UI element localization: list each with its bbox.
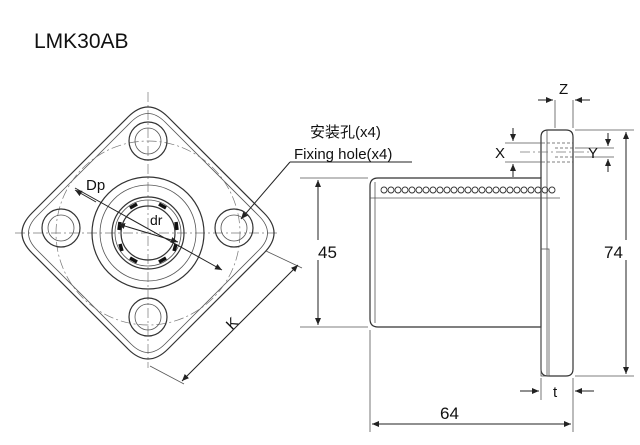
t-label: t bbox=[553, 384, 558, 401]
ball bbox=[520, 186, 528, 194]
y-label: Y bbox=[588, 145, 598, 162]
dr-label: dr bbox=[150, 212, 163, 228]
ball bbox=[415, 186, 423, 194]
bearing-outer-ring bbox=[111, 196, 185, 270]
side-flange bbox=[540, 129, 574, 377]
dp-dimension-line bbox=[74, 187, 223, 271]
flange-pilot bbox=[540, 248, 550, 377]
ball bbox=[548, 186, 556, 194]
ball bbox=[541, 186, 549, 194]
dp-label: Dp bbox=[86, 177, 105, 194]
ball bbox=[485, 186, 493, 194]
ball bbox=[422, 186, 430, 194]
bearing-retainer bbox=[114, 199, 182, 267]
dim74-label: 74 bbox=[604, 243, 623, 262]
k-extension-right bbox=[265, 250, 303, 269]
ball bbox=[436, 186, 444, 194]
fixing-hole-label-en: Fixing hole(x4) bbox=[294, 146, 392, 163]
dim45-label: 45 bbox=[318, 243, 337, 262]
bushing-body bbox=[369, 177, 542, 328]
ball bbox=[527, 186, 535, 194]
housing-outer-circle bbox=[91, 176, 205, 290]
ball bbox=[457, 186, 465, 194]
x-label: X bbox=[495, 145, 505, 162]
ball bbox=[478, 186, 486, 194]
fixing-hole-left bbox=[41, 208, 81, 248]
ball bbox=[492, 186, 500, 194]
side-view: 45 74 64 t Z bbox=[300, 81, 637, 432]
ball bbox=[401, 186, 409, 194]
ball bbox=[534, 186, 542, 194]
front-view: Dp dr K bbox=[15, 92, 412, 385]
ball bbox=[471, 186, 479, 194]
diamond-flange-inner-edge bbox=[28, 113, 268, 353]
dr-dimension-line-2 bbox=[117, 223, 149, 234]
dim74-label-bg bbox=[603, 240, 637, 260]
ball bbox=[513, 186, 521, 194]
k-extension-bottom bbox=[149, 365, 185, 385]
ball bbox=[429, 186, 437, 194]
ball bbox=[450, 186, 458, 194]
ball bbox=[394, 186, 402, 194]
ball bbox=[408, 186, 416, 194]
fixing-hole-top bbox=[128, 121, 168, 161]
fixing-hole-bottom bbox=[128, 297, 168, 337]
k-label: K bbox=[223, 314, 242, 333]
dim45-label-bg bbox=[306, 240, 342, 260]
z-label: Z bbox=[559, 81, 568, 98]
housing-step-circle bbox=[99, 184, 197, 282]
k-dimension-line bbox=[181, 264, 299, 382]
fixing-hole-right bbox=[214, 208, 254, 248]
ball bbox=[464, 186, 472, 194]
bearing-bore bbox=[120, 205, 176, 261]
fixing-hole-label-cn: 安装孔(x4) bbox=[310, 124, 381, 141]
bolt-circle-pcd bbox=[55, 140, 241, 326]
dp-dimension-arrow bbox=[74, 189, 97, 203]
ball bbox=[506, 186, 514, 194]
ball bbox=[387, 186, 395, 194]
dim64-label: 64 bbox=[440, 404, 459, 423]
part-number-title: LMK30AB bbox=[34, 30, 129, 53]
ball bbox=[380, 186, 388, 194]
ball-row bbox=[380, 186, 556, 194]
fixing-hole-leader bbox=[240, 161, 291, 220]
dr-dimension-line bbox=[147, 232, 179, 243]
ball bbox=[499, 186, 507, 194]
ball bbox=[443, 186, 451, 194]
diamond-flange-outline bbox=[21, 106, 275, 360]
